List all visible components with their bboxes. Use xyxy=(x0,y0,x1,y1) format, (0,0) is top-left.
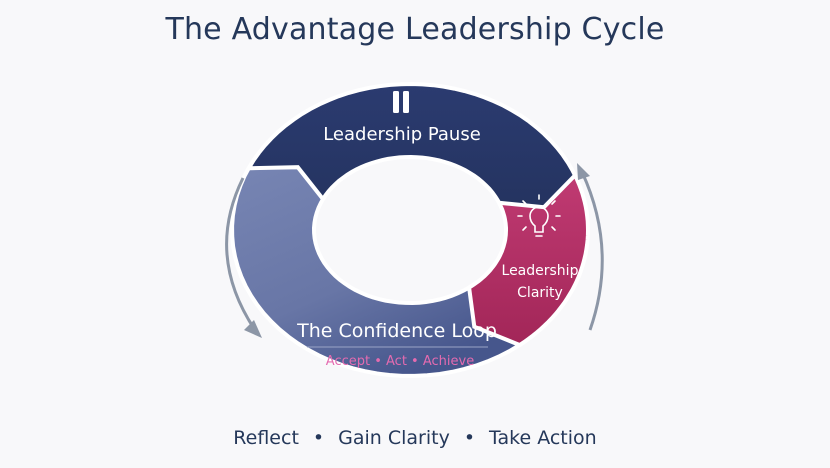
footer-item-gain-clarity: Gain Clarity xyxy=(338,427,450,449)
left-arrowhead-icon xyxy=(244,320,262,338)
confidence-loop-segment xyxy=(230,154,534,378)
bullet-separator: • xyxy=(312,427,325,449)
footer-item-reflect: Reflect xyxy=(233,427,299,449)
diagram-title: The Advantage Leadership Cycle xyxy=(165,12,665,47)
leadership-clarity-segment xyxy=(466,171,591,348)
lightbulb-icon xyxy=(517,194,561,237)
right-cycle-arrow xyxy=(580,171,604,331)
leadership-clarity-label-line1: Leadership xyxy=(502,263,579,279)
footer-steps: Reflect • Gain Clarity • Take Action xyxy=(0,427,830,449)
confidence-loop-label: The Confidence Loop xyxy=(296,320,497,342)
leadership-pause-label: Leadership Pause xyxy=(323,124,481,145)
bullet-separator: • xyxy=(463,427,476,449)
confidence-loop-subtitle: Accept • Act • Achieve xyxy=(326,354,474,369)
footer-item-take-action: Take Action xyxy=(489,427,597,449)
leadership-clarity-label-line2: Clarity xyxy=(517,285,563,301)
left-cycle-arrow xyxy=(225,177,257,331)
right-arrowhead-icon xyxy=(577,163,590,180)
pause-icon xyxy=(393,91,409,113)
